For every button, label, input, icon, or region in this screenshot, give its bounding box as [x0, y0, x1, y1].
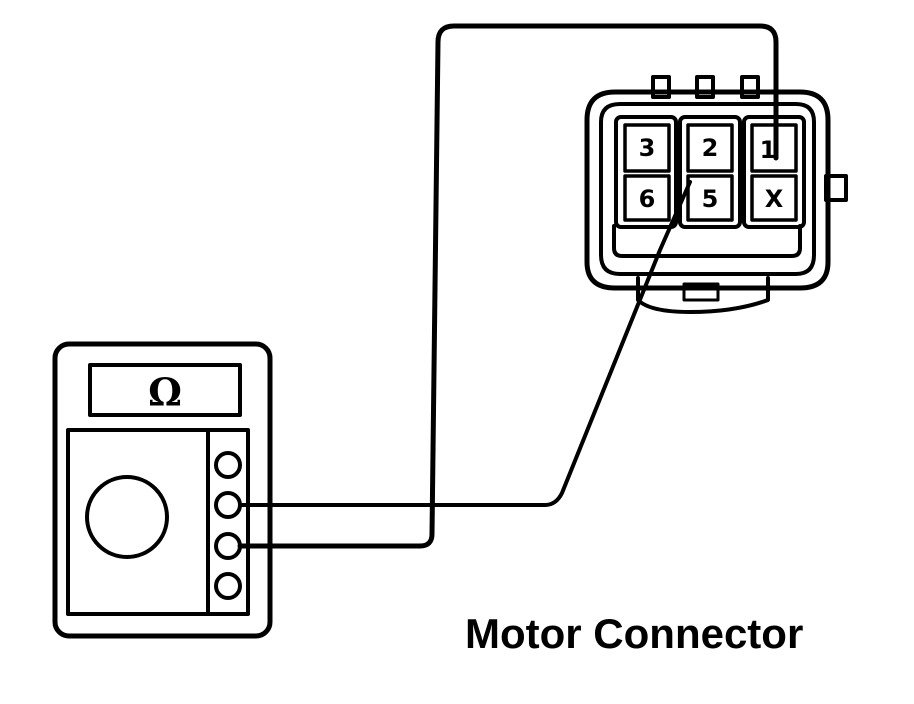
test-jack-2: [214, 491, 242, 519]
pin-box-2: [686, 123, 734, 173]
pin-label-3: 3: [639, 134, 656, 162]
pin-box-1: [750, 123, 798, 173]
pin-label-6: 6: [639, 185, 656, 213]
connector-housing-outer: [584, 89, 831, 291]
motor-connector-caption: Motor Connector: [465, 610, 803, 657]
range-dial: [85, 475, 169, 559]
ohmmeter-panel: [66, 428, 250, 616]
connector-tab-right: [740, 75, 760, 99]
test-lead-to-pin-5: [238, 180, 692, 507]
cavity-column-right: [742, 115, 806, 229]
pin-box-5: [686, 174, 734, 222]
connector-lock-button: [682, 282, 720, 302]
test-leads: [237, 23, 779, 549]
pin-label-1: 1: [760, 136, 777, 164]
connector-lock: [636, 276, 770, 314]
pin-box-6: [623, 174, 671, 222]
pin-label-5: 5: [702, 185, 719, 213]
cavity-column-left: [614, 115, 678, 229]
cavity-column-middle: [678, 115, 742, 229]
ohmmeter-display: [88, 363, 242, 417]
connector-tab-left: [651, 75, 671, 99]
connector-housing-inner: [599, 102, 816, 276]
pin-label-2: 2: [702, 134, 719, 162]
pin-box-3: [623, 123, 671, 173]
pin-box-x: [750, 174, 798, 222]
motor-connector: 3 2 1 6 5 X: [584, 75, 848, 314]
connector-tab-middle: [695, 75, 715, 99]
ohmmeter-body: [52, 341, 273, 639]
test-jack-4: [214, 572, 242, 600]
test-jack-3: [214, 532, 242, 560]
ohmmeter: Ω: [52, 341, 273, 639]
ohm-symbol: Ω: [148, 370, 182, 415]
connector-face-ledge: [612, 224, 802, 258]
test-jack-1: [214, 451, 242, 479]
pin-label-x: X: [765, 185, 784, 213]
test-lead-to-pin-1: [237, 23, 779, 549]
